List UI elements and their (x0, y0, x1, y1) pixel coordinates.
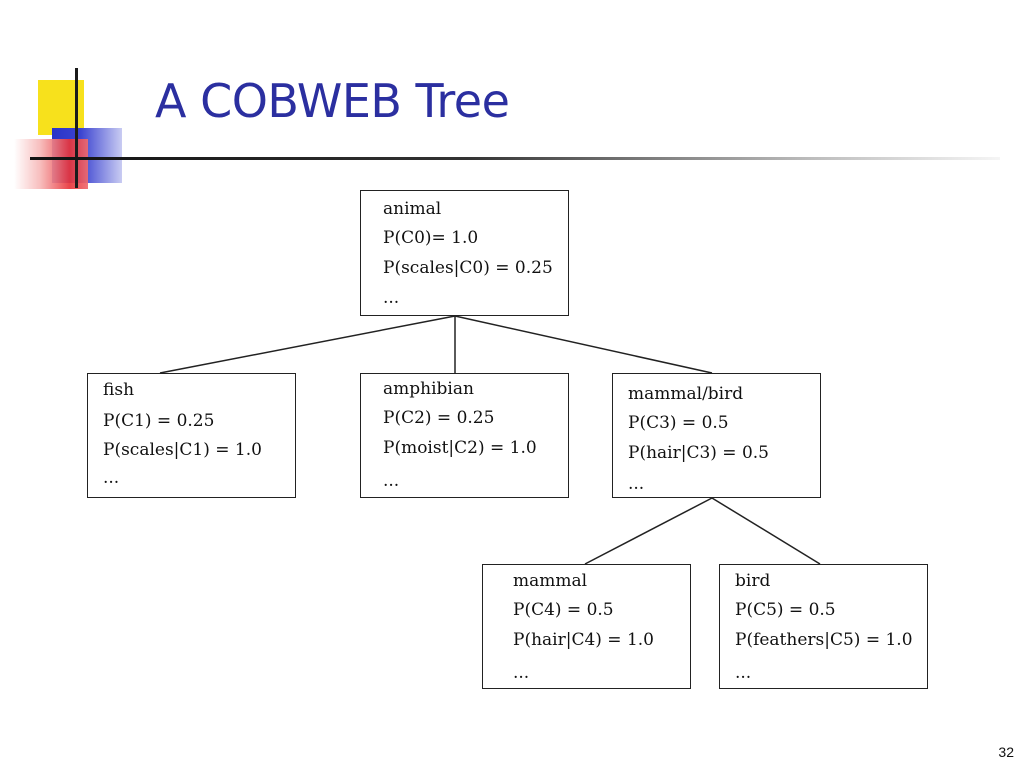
node-name: mammal (513, 571, 588, 591)
node-prior: P(C3) = 0.5 (628, 413, 729, 433)
edge-animal-mammal-bird (454, 315, 713, 374)
node-prior: P(C4) = 0.5 (513, 600, 614, 620)
node-prior: P(C0)= 1.0 (383, 228, 479, 248)
page-title: A COBWEB Tree (155, 74, 510, 128)
node-ellipsis: ... (735, 663, 752, 683)
node-amphibian: amphibian P(C2) = 0.25 P(moist|C2) = 1.0… (360, 373, 569, 498)
node-prior: P(C1) = 0.25 (103, 411, 215, 431)
node-animal: animal P(C0)= 1.0 P(scales|C0) = 0.25 ..… (360, 190, 569, 316)
node-name: amphibian (383, 379, 474, 399)
node-attribute: P(hair|C3) = 0.5 (628, 443, 769, 463)
node-ellipsis: ... (103, 468, 120, 488)
node-attribute: P(scales|C1) = 1.0 (103, 440, 262, 460)
node-bird: bird P(C5) = 0.5 P(feathers|C5) = 1.0 ..… (719, 564, 928, 689)
node-attribute: P(moist|C2) = 1.0 (383, 438, 537, 458)
title-underline (30, 157, 1000, 160)
node-ellipsis: ... (513, 663, 530, 683)
node-name: mammal/bird (628, 384, 744, 404)
node-attribute: P(hair|C4) = 1.0 (513, 630, 654, 650)
node-mammal: mammal P(C4) = 0.5 P(hair|C4) = 1.0 ... (482, 564, 691, 689)
edge-animal-fish (159, 315, 456, 374)
node-ellipsis: ... (383, 471, 400, 491)
logo-vertical-line (75, 68, 78, 188)
node-name: fish (103, 380, 135, 400)
node-name: animal (383, 199, 442, 219)
node-fish: fish P(C1) = 0.25 P(scales|C1) = 1.0 ... (87, 373, 296, 498)
node-attribute: P(feathers|C5) = 1.0 (735, 630, 913, 650)
node-attribute: P(scales|C0) = 0.25 (383, 258, 553, 278)
node-name: bird (735, 571, 771, 591)
edge-mammal-bird-bird (711, 497, 821, 565)
edge-mammal-bird-mammal (584, 497, 713, 565)
node-prior: P(C5) = 0.5 (735, 600, 836, 620)
node-ellipsis: ... (383, 288, 400, 308)
node-mammal-bird: mammal/bird P(C3) = 0.5 P(hair|C3) = 0.5… (612, 373, 821, 498)
node-ellipsis: ... (628, 474, 645, 494)
node-prior: P(C2) = 0.25 (383, 408, 495, 428)
page-number: 32 (998, 744, 1014, 760)
